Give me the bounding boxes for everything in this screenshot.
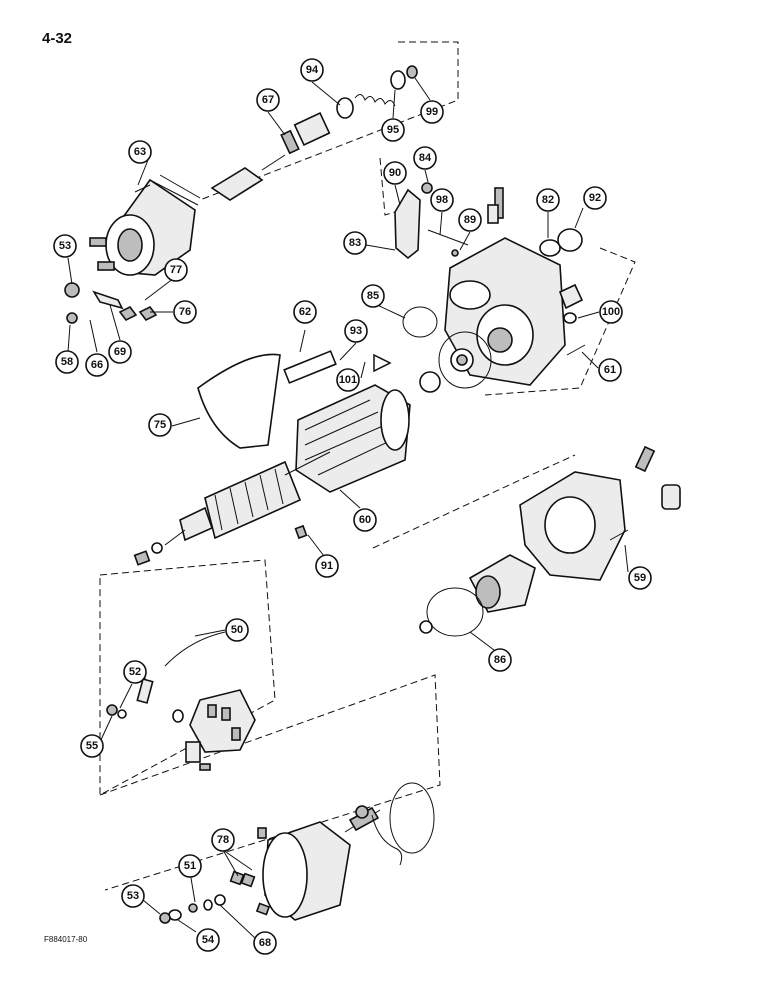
callout-76: 76 (173, 300, 197, 324)
svg-text:69: 69 (114, 346, 126, 358)
callout-51: 51 (178, 854, 202, 878)
svg-text:83: 83 (349, 237, 361, 249)
svg-text:85: 85 (367, 290, 379, 302)
group-outline-housing (484, 247, 636, 396)
callout-83: 83 (343, 231, 367, 255)
svg-text:92: 92 (589, 192, 601, 204)
callout-69: 69 (108, 340, 132, 364)
callout-93: 93 (344, 319, 368, 343)
group-outline-plunger (199, 41, 459, 201)
callout-91: 91 (315, 554, 339, 578)
callout-77: 77 (164, 258, 188, 282)
svg-text:91: 91 (321, 560, 333, 572)
svg-text:50: 50 (231, 624, 243, 636)
svg-text:76: 76 (179, 306, 191, 318)
svg-text:94: 94 (306, 64, 319, 76)
svg-text:75: 75 (154, 419, 166, 431)
drive-end-housing (519, 445, 681, 581)
drive-pinion (468, 554, 536, 613)
callout-63: 63 (128, 140, 152, 164)
svg-text:54: 54 (202, 934, 215, 946)
svg-text:61: 61 (604, 364, 616, 376)
svg-text:84: 84 (419, 152, 432, 164)
callout-50: 50 (225, 618, 249, 642)
group-outline-drive (372, 454, 576, 549)
svg-text:90: 90 (389, 167, 401, 179)
svg-text:53: 53 (59, 240, 71, 252)
callout-89: 89 (458, 208, 482, 232)
triangle-icon (373, 353, 392, 373)
shift-lever-assembly (394, 182, 469, 260)
svg-text:68: 68 (259, 937, 271, 949)
callout-85: 85 (361, 284, 385, 308)
field-frame (295, 384, 411, 493)
callout-54: 54 (196, 928, 220, 952)
callout-78: 78 (211, 828, 235, 852)
callout-60: 60 (353, 508, 377, 532)
gasket-large (438, 331, 492, 389)
svg-text:63: 63 (134, 146, 146, 158)
svg-text:78: 78 (217, 834, 229, 846)
svg-text:93: 93 (350, 325, 362, 337)
callout-66: 66 (85, 353, 109, 377)
callout-101: 101 (336, 368, 360, 392)
callout-92: 92 (583, 186, 607, 210)
callout-59: 59 (628, 566, 652, 590)
svg-text:99: 99 (426, 106, 438, 118)
callout-100: 100 (599, 300, 623, 324)
svg-text:51: 51 (184, 860, 196, 872)
svg-text:95: 95 (387, 124, 399, 136)
gasket-86 (426, 587, 484, 637)
callout-55: 55 (80, 734, 104, 758)
svg-text:66: 66 (91, 359, 103, 371)
drive-housing (444, 187, 586, 386)
callout-82: 82 (536, 188, 560, 212)
commutator-end-frame (255, 782, 435, 921)
group-outline-brush (99, 559, 276, 796)
callout-95: 95 (381, 118, 405, 142)
figure-id: F884017-80 (44, 935, 88, 944)
callout-75: 75 (148, 413, 172, 437)
svg-text:67: 67 (262, 94, 274, 106)
svg-text:100: 100 (602, 306, 620, 318)
svg-text:60: 60 (359, 514, 371, 526)
svg-text:62: 62 (299, 306, 311, 318)
callout-52: 52 (123, 660, 147, 684)
svg-text:58: 58 (61, 356, 73, 368)
svg-text:52: 52 (129, 666, 141, 678)
callout-84: 84 (413, 146, 437, 170)
svg-text:89: 89 (464, 214, 476, 226)
svg-text:53: 53 (127, 890, 139, 902)
armature (164, 451, 331, 546)
page-number: 4-32 (42, 30, 73, 47)
callout-86: 86 (488, 648, 512, 672)
callout-68: 68 (253, 931, 277, 955)
insulator-sheet (197, 353, 281, 449)
svg-text:55: 55 (86, 740, 98, 752)
plunger-assembly (210, 65, 418, 201)
callout-90: 90 (383, 161, 407, 185)
group-outline-end-frame (99, 674, 441, 891)
callout-94: 94 (300, 58, 324, 82)
o-ring-85 (402, 306, 438, 338)
svg-text:86: 86 (494, 654, 506, 666)
bolt-stack (159, 870, 256, 924)
brush-holder (106, 631, 256, 771)
svg-text:77: 77 (170, 264, 182, 276)
callout-53-bottom: 53 (121, 884, 145, 908)
callout-99: 99 (420, 100, 444, 124)
callout-98: 98 (430, 188, 454, 212)
solenoid-assembly (64, 174, 201, 324)
svg-text:98: 98 (436, 194, 448, 206)
svg-text:59: 59 (634, 572, 646, 584)
callout-62: 62 (293, 300, 317, 324)
callout-53-top: 53 (53, 234, 77, 258)
svg-text:82: 82 (542, 194, 554, 206)
callout-67: 67 (256, 88, 280, 112)
svg-text:101: 101 (339, 374, 357, 386)
callout-58: 58 (55, 350, 79, 374)
callout-61: 61 (598, 358, 622, 382)
